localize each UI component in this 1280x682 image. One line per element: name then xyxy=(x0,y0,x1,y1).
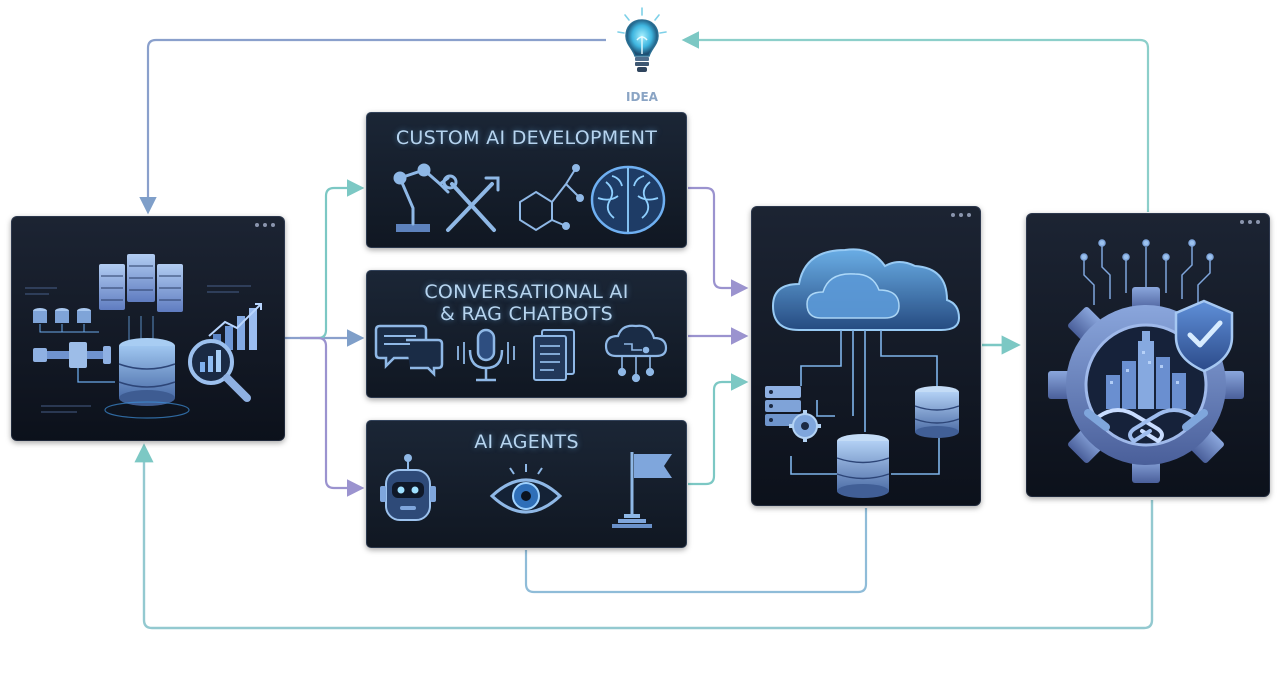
connector-split-bottom xyxy=(300,336,365,497)
eye-icon xyxy=(489,464,563,514)
custom-ai-development-box: CUSTOM AI DEVELOPMENT xyxy=(366,112,687,248)
connector-outcome-to-idea xyxy=(681,31,1150,212)
idea-label: IDEA xyxy=(626,90,658,104)
data-sources-panel xyxy=(11,216,285,441)
documents-icon xyxy=(533,329,575,381)
database-icon xyxy=(914,386,960,438)
molecule-icon xyxy=(519,164,584,232)
cloud-platform-panel xyxy=(751,206,981,506)
custom-ai-development-title: CUSTOM AI DEVELOPMENT xyxy=(395,127,658,149)
connector-agents-to-cloud xyxy=(688,373,749,486)
brain-icon xyxy=(590,165,666,235)
conversational-ai-icons xyxy=(374,324,668,383)
enterprise-outcome-illustration xyxy=(1048,239,1244,483)
server-icon xyxy=(765,386,801,426)
cloud-platform-illustration xyxy=(765,248,961,498)
microphone-icon xyxy=(457,328,515,382)
flag-icon xyxy=(612,452,672,528)
data-sources-illustration xyxy=(25,254,262,419)
tools-icon xyxy=(442,174,500,232)
lightbulb-icon xyxy=(617,7,667,72)
conversational-ai-box: CONVERSATIONAL AI & RAG CHATBOTS xyxy=(366,270,687,398)
idea-node: IDEA xyxy=(612,6,672,106)
robot-head-icon xyxy=(380,454,436,521)
gear-icon xyxy=(789,410,821,442)
city-skyline-icon xyxy=(1106,331,1186,409)
analytics-magnifier-icon xyxy=(188,339,251,402)
handshake-icon xyxy=(1084,408,1208,444)
ai-agents-icons xyxy=(380,452,672,528)
robot-arm-icon xyxy=(393,163,450,232)
cloud-icon xyxy=(771,248,961,331)
cloud-network-icon xyxy=(604,324,668,383)
database-icon xyxy=(104,338,190,419)
window-dots xyxy=(951,213,971,217)
enterprise-outcome-panel xyxy=(1026,213,1270,497)
window-dots xyxy=(255,223,275,227)
small-databases-icon xyxy=(33,308,91,323)
connector-custom-to-cloud xyxy=(688,186,749,297)
server-stack-icon xyxy=(99,254,183,344)
conversational-ai-title-line2: & RAG CHATBOTS xyxy=(440,303,613,325)
pipeline-icon xyxy=(33,342,115,383)
custom-ai-icons xyxy=(393,163,666,235)
ai-agents-box: AI AGENTS xyxy=(366,420,687,548)
shield-check-icon xyxy=(1174,299,1234,373)
ai-agents-title: AI AGENTS xyxy=(474,431,579,453)
chat-bubbles-icon xyxy=(374,324,444,378)
database-icon xyxy=(836,434,890,498)
conversational-ai-title-line1: CONVERSATIONAL AI xyxy=(424,281,629,303)
window-dots xyxy=(1240,220,1260,224)
connector-split-top xyxy=(300,179,365,340)
